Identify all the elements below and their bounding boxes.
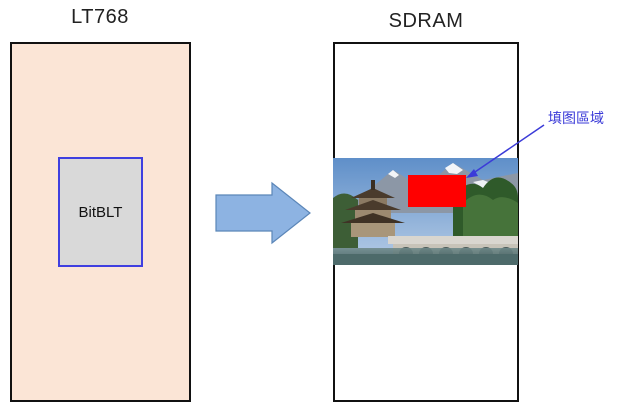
- fill-area-rect: [408, 175, 466, 207]
- sdram-title: SDRAM: [388, 10, 464, 32]
- fill-area-label: 填图區域: [548, 111, 604, 127]
- bitblt-block: BitBLT: [58, 157, 143, 267]
- bitblt-label: BitBLT: [78, 203, 123, 221]
- landscape-photo: [333, 158, 518, 265]
- lt768-title: LT768: [71, 6, 129, 28]
- right-arrow-icon: [215, 181, 311, 245]
